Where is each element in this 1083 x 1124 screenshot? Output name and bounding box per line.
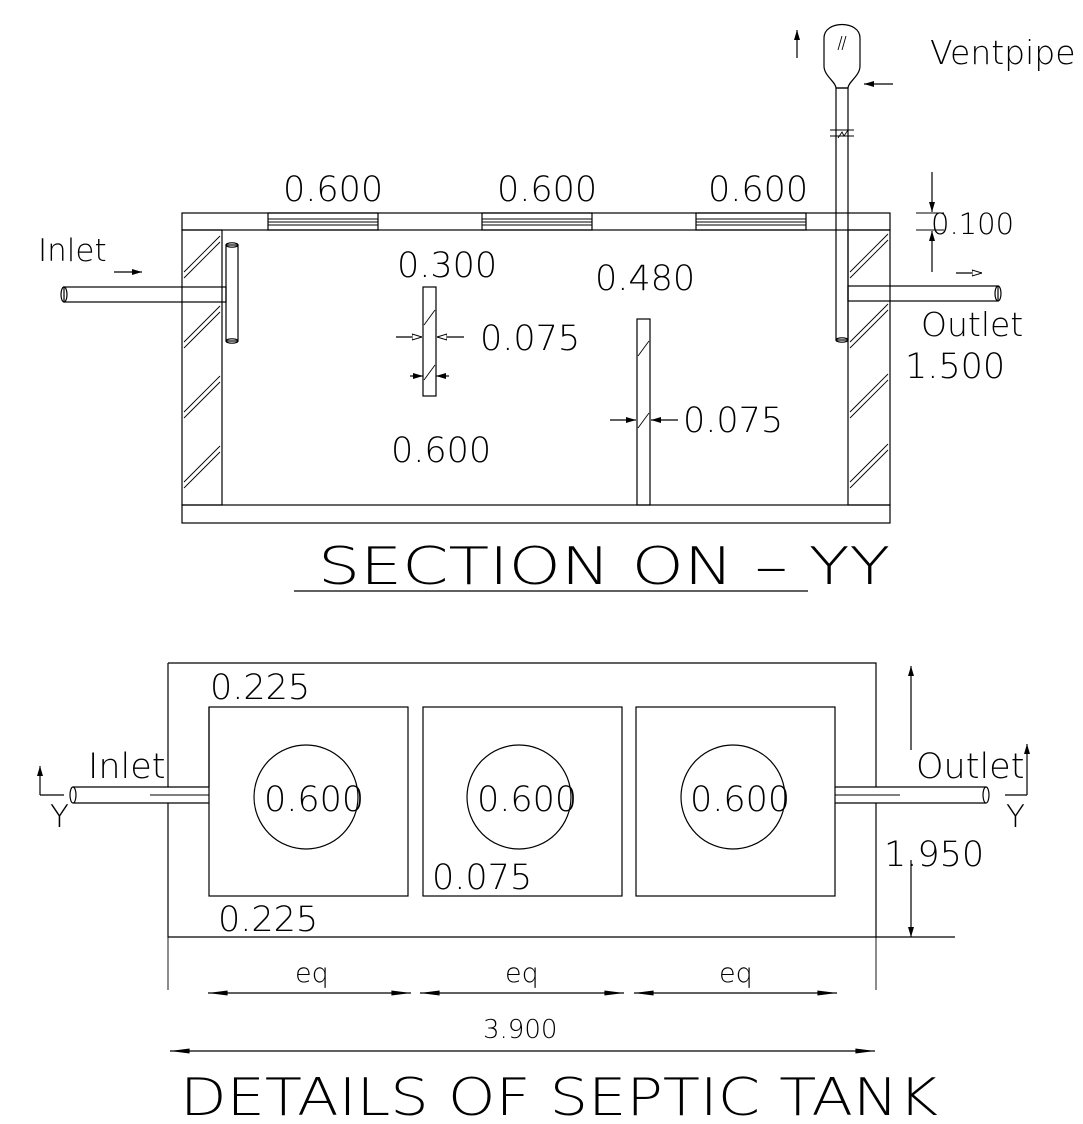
section-inlet-label: Inlet [38,233,107,269]
section-marker-right [1005,744,1030,796]
slab-opening-1 [267,212,379,231]
ventpipe [823,24,861,139]
manhole-3-dim: 0.600 [690,780,790,820]
baffle-1 [422,286,437,397]
plan-inlet-label: Inlet [88,747,166,787]
manhole-2-dim: 0.600 [477,780,577,820]
drawing-title: DETAILS OF SEPTIC TANK [180,1068,938,1124]
plan-outlet-label: Outlet [916,747,1024,787]
wall-top-dim: 0.225 [210,668,310,708]
plan-length-dims [167,858,877,1054]
left-wall [181,229,223,506]
section-dimension-marks [114,30,982,423]
inlet-pipe [60,242,239,344]
slab-opening-3 [695,212,807,231]
slab-opening-2 [481,212,593,231]
plan-inlet-pipe [69,707,210,804]
cover-slab [181,212,891,231]
base-slab [181,504,891,524]
plan-marker-y-right: Y [1006,799,1025,835]
baffle-2 [636,318,651,506]
section-marker-left [37,766,64,796]
baffle-2-thickness-dim: 0.075 [683,401,783,441]
right-wall [847,229,891,506]
chamber-1-dim: eq [295,958,329,989]
section-title: SECTION ON – YY [318,537,890,597]
baffle-1-thickness-dim: 0.075 [480,319,580,359]
slab-thickness-dim: 0.100 [931,207,1014,241]
manhole-3 [680,744,786,850]
overall-length-dim: 3.900 [483,1015,557,1045]
plan-outlet-pipe [835,786,990,804]
manhole-2 [466,744,572,850]
manhole-1-dim: 0.600 [264,780,364,820]
section-outlet-label: Outlet [921,305,1023,344]
baffle-1-gap-dim: 0.600 [391,431,491,471]
plan-width-dim: 1.950 [884,835,984,875]
chamber-3 [635,706,836,897]
opening-1-dim: 0.600 [283,170,383,210]
plan-marker-y-left: Y [50,799,69,835]
chamber-3-dim: eq [719,958,753,989]
chamber-2 [422,706,623,897]
partition-thickness-dim: 0.075 [432,858,532,898]
wall-bottom-dim: 0.225 [218,900,318,940]
baffle-2-gap-dim: 0.480 [595,259,695,299]
ventpipe-label: Ventpipe [930,33,1076,72]
opening-2-dim: 0.600 [497,170,597,210]
manhole-1 [253,744,359,850]
tank-depth-dim: 1.500 [905,347,1005,387]
chamber-2-dim: eq [505,958,539,989]
opening-3-dim: 0.600 [708,170,808,210]
baffle-1-height-dim: 0.300 [397,246,497,286]
section-view: Inlet Outlet Ventpipe 0.600 0.600 0.600 … [38,24,1076,597]
chamber-1 [208,706,409,897]
plan-view: Inlet Outlet Y Y 0.225 0.225 0.600 0.600… [37,662,1030,1124]
